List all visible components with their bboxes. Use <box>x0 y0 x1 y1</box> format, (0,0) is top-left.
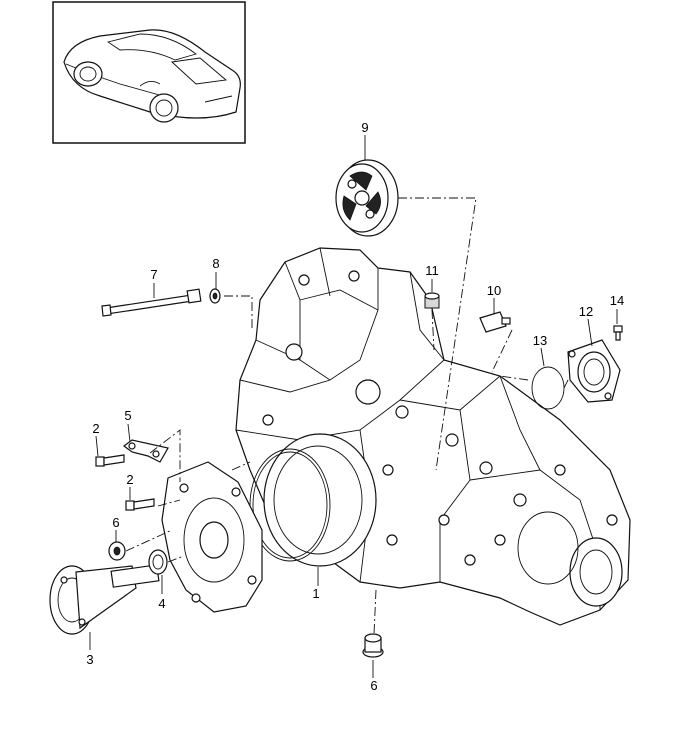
part-6-drain-plug <box>362 633 384 658</box>
side-cover <box>161 461 263 613</box>
callout-7: 7 <box>150 267 157 282</box>
part-11-plug <box>424 292 440 309</box>
part-13-o-ring <box>531 366 565 410</box>
callout-2-lower: 2 <box>126 472 133 487</box>
callout-2-upper: 2 <box>92 421 99 436</box>
part-5-bracket <box>123 439 169 463</box>
part-12-cover-plate <box>567 339 621 403</box>
part-3-output-flange <box>49 564 160 635</box>
callout-13: 13 <box>533 333 547 348</box>
callout-3: 3 <box>86 652 93 667</box>
callout-1: 1 <box>312 586 319 601</box>
part-2-bolt-upper <box>95 454 125 467</box>
part-4-shaft-seal <box>148 549 168 575</box>
callout-5: 5 <box>124 408 131 423</box>
callout-11: 11 <box>425 263 439 278</box>
leader-lines <box>89 135 618 678</box>
part-7-shift-rod <box>101 288 202 317</box>
callout-6-bottom: 6 <box>370 678 377 693</box>
callout-14: 14 <box>610 293 624 308</box>
part-14-screw <box>613 325 623 341</box>
callout-labels: 9 7 8 11 10 12 14 13 5 2 2 6 4 3 1 6 <box>86 120 624 693</box>
part-8-seal <box>209 288 221 304</box>
callout-6-left: 6 <box>112 515 119 530</box>
callout-4: 4 <box>158 596 165 611</box>
car-illustration <box>63 29 241 123</box>
callout-10: 10 <box>487 283 501 298</box>
callout-12: 12 <box>579 304 593 319</box>
part-9-drive-flange <box>335 159 399 237</box>
part-6-seal-left <box>108 541 126 561</box>
part-10-sensor <box>479 311 511 333</box>
transmission-housing <box>235 247 631 626</box>
vehicle-thumbnail <box>52 1 246 144</box>
callout-9: 9 <box>361 120 368 135</box>
callout-8: 8 <box>212 256 219 271</box>
part-2-bolt-lower <box>125 498 155 511</box>
assembly-lines <box>125 197 569 635</box>
